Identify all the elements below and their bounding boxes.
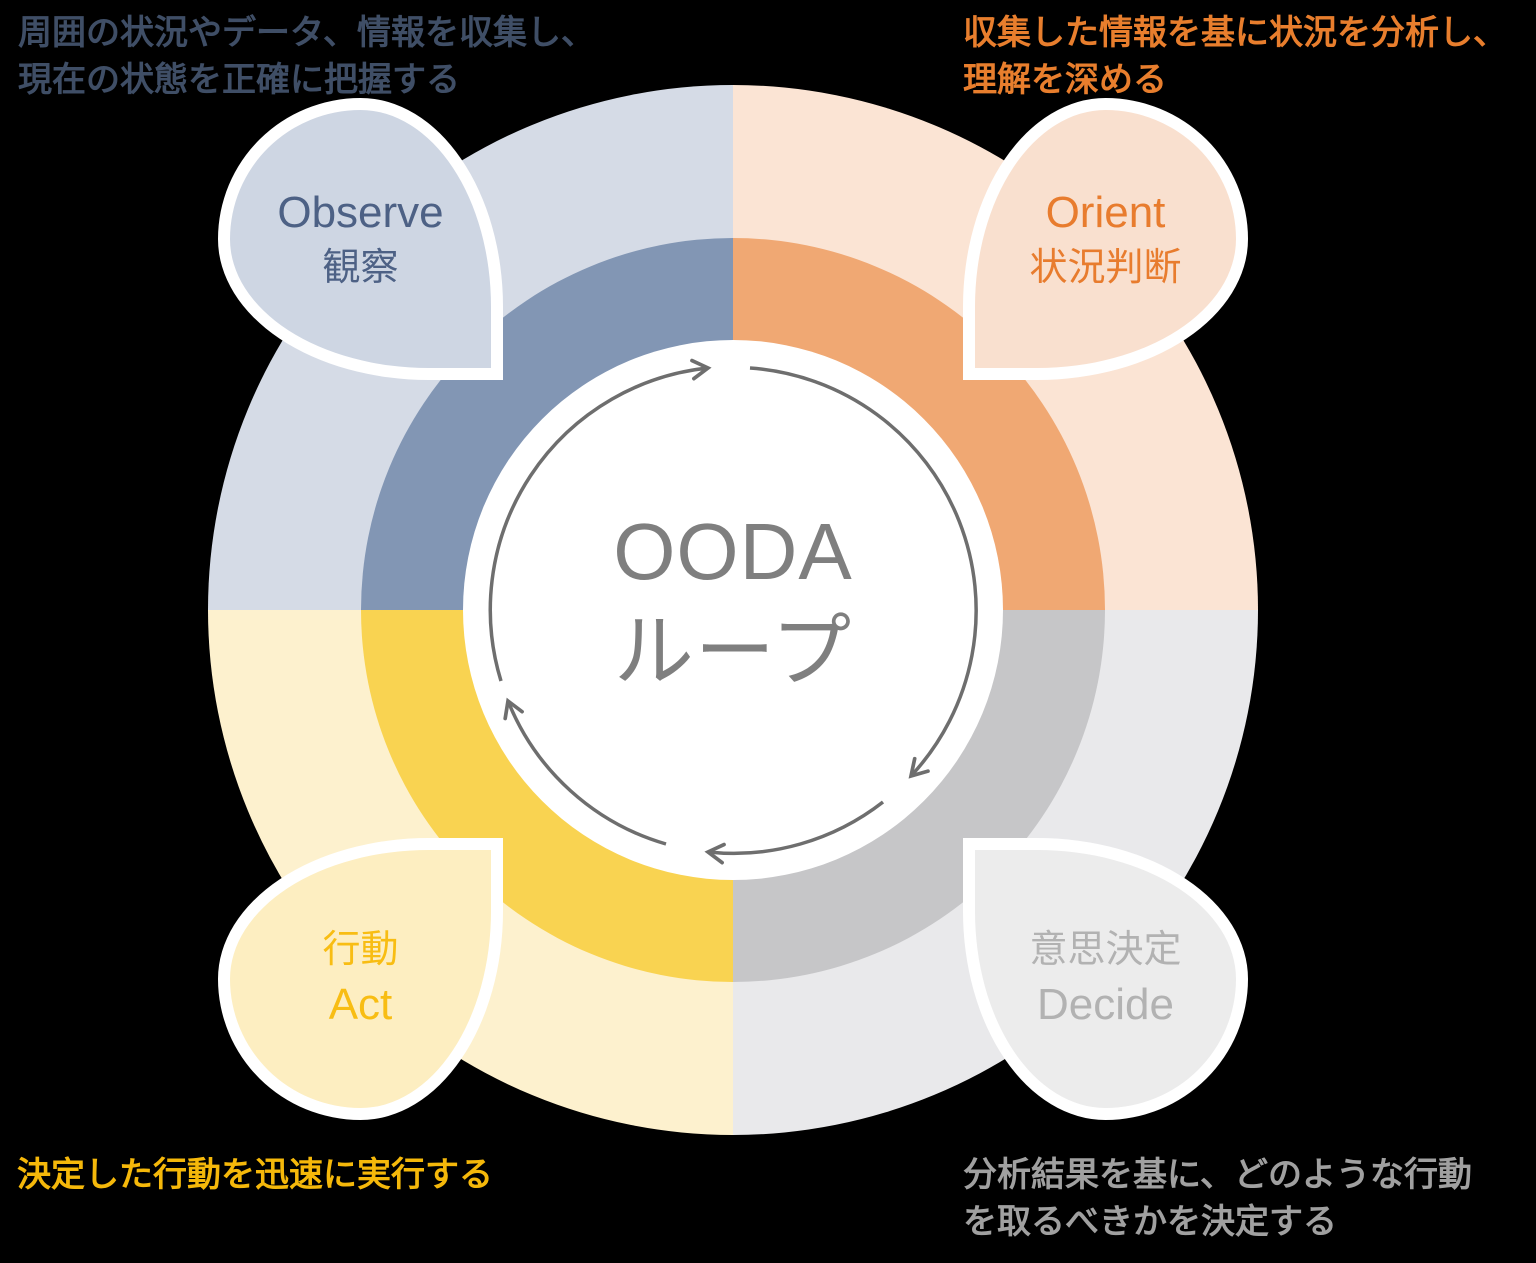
orient-label-jp: 状況判断 bbox=[1029, 247, 1182, 289]
annotation-orient-line2: 理解を深める bbox=[963, 61, 1167, 99]
annotation-observe-line1: 周囲の状況やデータ、情報を収集し、 bbox=[18, 14, 595, 52]
loop-cycle-arrows-icon bbox=[488, 358, 978, 865]
decide-label-jp: 意思決定 bbox=[1029, 929, 1182, 971]
annotation-act: 決定した行動を迅速に実行する bbox=[17, 1152, 493, 1199]
center-title-line2: ループ bbox=[613, 607, 853, 696]
bubble-observe: Observe 観察 bbox=[218, 98, 503, 380]
annotation-orient: 収集した情報を基に状況を分析し、 理解を深める bbox=[963, 10, 1507, 104]
center-hub: OODA ループ bbox=[463, 340, 1003, 880]
decide-label-en: Decide bbox=[1037, 980, 1174, 1029]
observe-label-en: Observe bbox=[277, 188, 444, 237]
annotation-act-line1: 決定した行動を迅速に実行する bbox=[17, 1156, 493, 1194]
annotation-decide-line1: 分析結果を基に、どのような行動 bbox=[963, 1156, 1472, 1194]
orient-label-en: Orient bbox=[1045, 188, 1166, 237]
bubble-orient: Orient 状況判断 bbox=[963, 98, 1248, 380]
annotation-decide-line2: を取るべきかを決定する bbox=[963, 1203, 1337, 1241]
observe-label-jp: 観察 bbox=[322, 247, 399, 289]
center-title: OODA ループ bbox=[613, 502, 853, 702]
bubble-act: 行動 Act bbox=[218, 838, 503, 1120]
annotation-observe-line2: 現在の状態を正確に把握する bbox=[18, 61, 460, 99]
act-label-en: Act bbox=[328, 980, 393, 1029]
annotation-orient-line1: 収集した情報を基に状況を分析し、 bbox=[963, 14, 1507, 52]
bubble-decide: 意思決定 Decide bbox=[963, 838, 1248, 1120]
annotation-observe: 周囲の状況やデータ、情報を収集し、 現在の状態を正確に把握する bbox=[18, 10, 595, 104]
act-label-jp: 行動 bbox=[322, 929, 399, 971]
annotation-decide: 分析結果を基に、どのような行動 を取るべきかを決定する bbox=[963, 1152, 1472, 1246]
center-title-line1: OODA bbox=[613, 507, 853, 596]
